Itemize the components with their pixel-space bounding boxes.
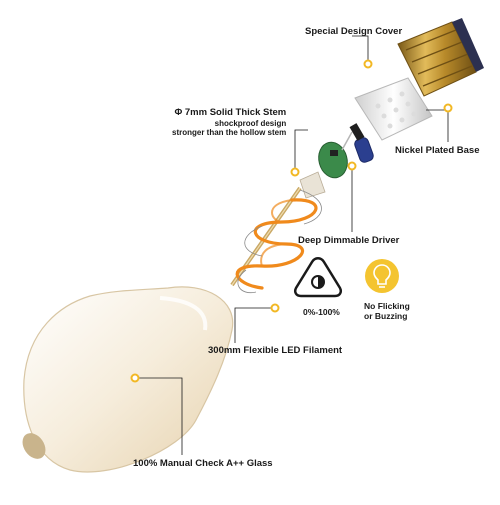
label-solid-stem: Φ 7mm Solid Thick Stem shockproof design… [172,107,287,138]
label-no-flicker: No Flicking or Buzzing [364,301,410,322]
label-stem-line2: stronger than the hollow stem [172,128,287,138]
callout-lines [135,35,449,455]
lightbulb-icon [365,259,399,293]
label-stem-title: Φ 7mm Solid Thick Stem [174,107,287,118]
label-special-design-cover: Special Design Cover [305,26,403,37]
driver-board [318,123,374,179]
triangle-dimmer-icon [293,257,343,298]
callout-dots [130,59,453,383]
label-led-filament: 300mm Flexible LED Filament [208,345,343,356]
filament-support-wires [237,189,322,294]
label-flicker-line2: or Buzzing [364,310,408,321]
label-nickel-plated-base: Nickel Plated Base [395,145,480,156]
label-glass: 100% Manual Check A++ Glass [133,458,273,469]
label-dimming-range: 0%-100% [303,307,340,317]
special-design-cover [354,77,433,141]
glass-envelope [22,286,234,473]
label-flicker-line1: No Flicking [364,301,410,311]
label-dimmable-driver: Deep Dimmable Driver [298,235,400,246]
nickel-plated-base [397,18,484,97]
label-stem-line1: shockproof design [214,118,287,128]
